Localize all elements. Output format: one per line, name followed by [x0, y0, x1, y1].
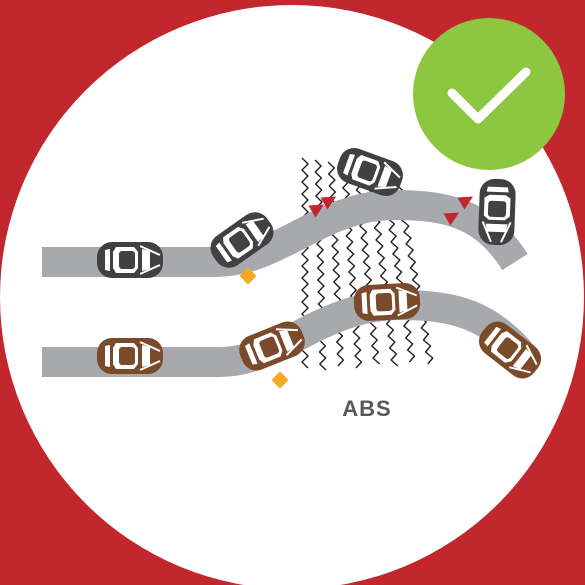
check-badge	[413, 18, 565, 170]
car-icon	[352, 281, 422, 323]
skid-markers	[308, 196, 474, 226]
abs-label: ABS	[342, 396, 391, 421]
warning-arrow-icon	[443, 212, 460, 226]
car-icon	[96, 337, 164, 375]
car-icon	[476, 177, 518, 247]
warning-arrow-icon	[320, 196, 337, 210]
checkmark-icon	[447, 67, 531, 124]
warning-arrow-icon	[308, 204, 325, 218]
warning-arrow-icon	[457, 196, 474, 210]
car-icon	[96, 241, 164, 279]
